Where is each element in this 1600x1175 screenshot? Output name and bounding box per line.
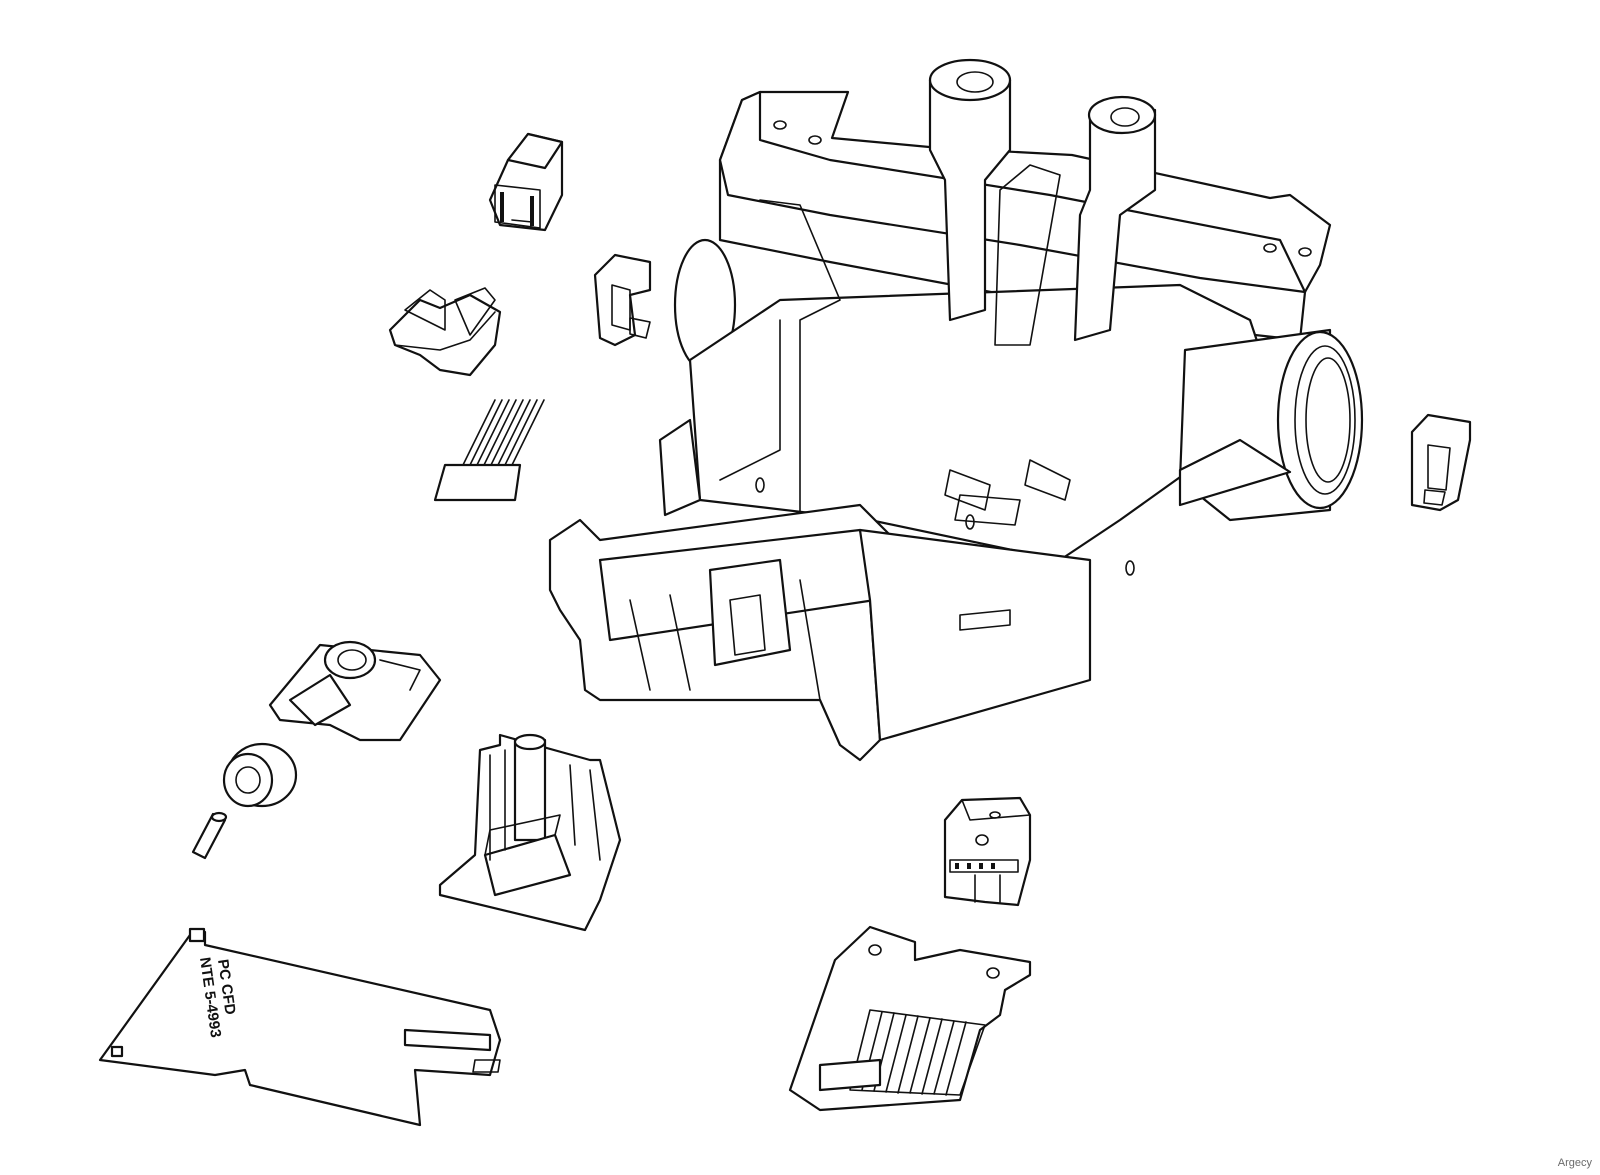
ribbon-cable xyxy=(433,399,545,502)
encoder-sensor-holder xyxy=(268,640,442,742)
terminal-block xyxy=(943,796,1032,907)
flex-cable-connector xyxy=(788,925,1032,1112)
c-clip-right xyxy=(1410,413,1472,512)
pin xyxy=(191,811,228,860)
carriage-frame xyxy=(548,58,1364,762)
pc-board-plate: PC CFD NTE 5-4993 xyxy=(98,927,502,1127)
flat-clip xyxy=(388,287,502,377)
c-clip-left xyxy=(593,253,652,347)
small-connector-block xyxy=(488,132,564,232)
roller-bearing xyxy=(222,742,298,808)
watermark-text: Argecy xyxy=(1557,1157,1592,1169)
post-bracket xyxy=(438,733,622,932)
